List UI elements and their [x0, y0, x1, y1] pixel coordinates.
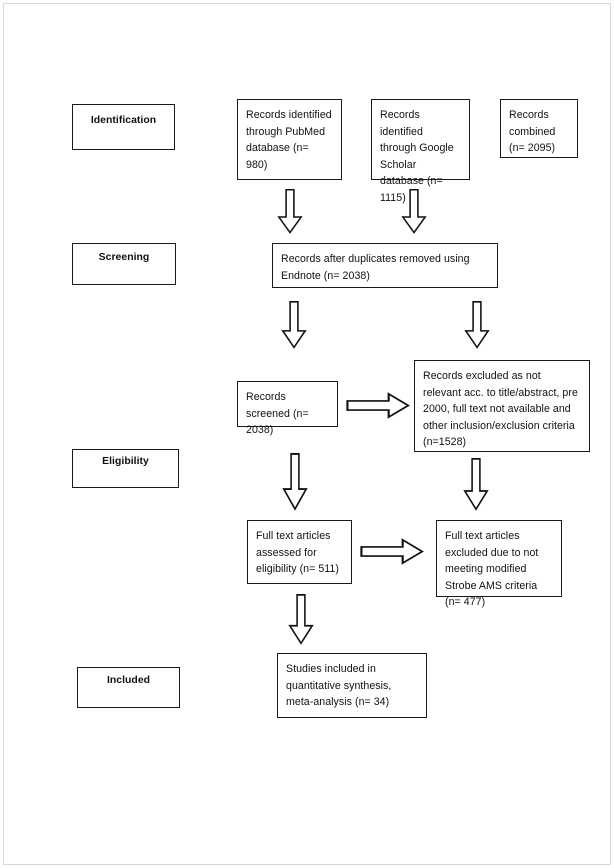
right-arrow-icon	[360, 538, 424, 565]
node-fulltext-assessed: Full text articles assessed for eligibil…	[247, 520, 352, 584]
node-fulltext-assessed-text: Full text articles assessed for eligibil…	[256, 530, 339, 575]
node-records-pubmed-text: Records identified through PubMed databa…	[246, 109, 332, 171]
stage-box-included: Included	[77, 667, 180, 708]
stage-box-screening: Screening	[72, 243, 176, 285]
down-arrow-icon	[464, 301, 490, 349]
node-records-google-scholar: Records identified through Google Schola…	[371, 99, 470, 204]
node-studies-included-text: Studies included in quantitative synthes…	[286, 663, 392, 708]
node-records-excluded-text: Records excluded as not relevant acc. to…	[423, 370, 578, 448]
down-arrow-icon	[277, 189, 303, 234]
node-duplicates-removed: Records after duplicates removed using E…	[272, 243, 498, 288]
node-records-google-scholar-text: Records identified through Google Schola…	[380, 109, 454, 204]
stage-label-identification: Identification	[90, 114, 157, 126]
node-fulltext-excluded: Full text articles excluded due to not m…	[436, 520, 562, 608]
right-arrow-icon	[346, 392, 410, 419]
stage-box-identification: Identification	[72, 104, 175, 150]
node-studies-included: Studies included in quantitative synthes…	[277, 653, 427, 718]
stage-box-eligibility: Eligibility	[72, 449, 179, 488]
node-duplicates-removed-text: Records after duplicates removed using E…	[281, 253, 470, 282]
down-arrow-icon	[288, 594, 314, 645]
down-arrow-icon	[281, 301, 307, 349]
down-arrow-icon	[463, 458, 489, 511]
down-arrow-icon	[401, 189, 427, 234]
node-records-screened-text: Records screened (n= 2038)	[246, 391, 309, 436]
node-records-combined: Records combined (n= 2095)	[500, 99, 578, 158]
stage-label-eligibility: Eligibility	[102, 456, 149, 468]
node-records-combined-text: Records combined (n= 2095)	[509, 109, 556, 154]
node-records-screened: Records screened (n= 2038)	[237, 381, 338, 436]
stage-label-included: Included	[106, 675, 151, 687]
node-fulltext-excluded-text: Full text articles excluded due to not m…	[445, 530, 539, 608]
node-records-pubmed: Records identified through PubMed databa…	[237, 99, 342, 180]
down-arrow-icon	[282, 453, 308, 511]
node-records-excluded: Records excluded as not relevant acc. to…	[414, 360, 590, 452]
stage-label-screening: Screening	[98, 251, 150, 263]
